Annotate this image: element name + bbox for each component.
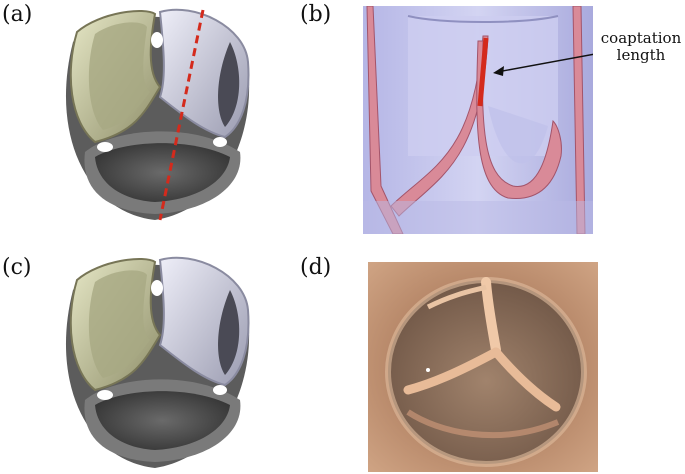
panel-label-b: (b)	[300, 2, 332, 27]
valve-photo	[368, 262, 598, 472]
commissure-left	[403, 347, 501, 395]
leaflet-section-right	[476, 40, 562, 199]
annotation-arrow	[496, 53, 593, 73]
panel-label-a: (a)	[2, 2, 33, 27]
cross-section-render	[363, 6, 593, 234]
valve-opening	[388, 280, 584, 464]
wall-right	[572, 6, 586, 234]
cut-line	[158, 9, 205, 221]
coaptation-mark	[477, 37, 489, 107]
valve-render-a	[65, 8, 250, 221]
panel-label-d: (d)	[300, 255, 332, 280]
leaflet-section-left	[390, 35, 489, 217]
coaptation-annotation: coaptation length	[596, 30, 685, 64]
commissure-right	[491, 347, 561, 412]
wall-left	[366, 6, 404, 234]
annotation-line-1: coaptation	[600, 29, 682, 47]
panel-label-c: (c)	[2, 255, 32, 280]
valve-render-c	[65, 256, 250, 468]
annotation-line-2: length	[616, 46, 666, 64]
